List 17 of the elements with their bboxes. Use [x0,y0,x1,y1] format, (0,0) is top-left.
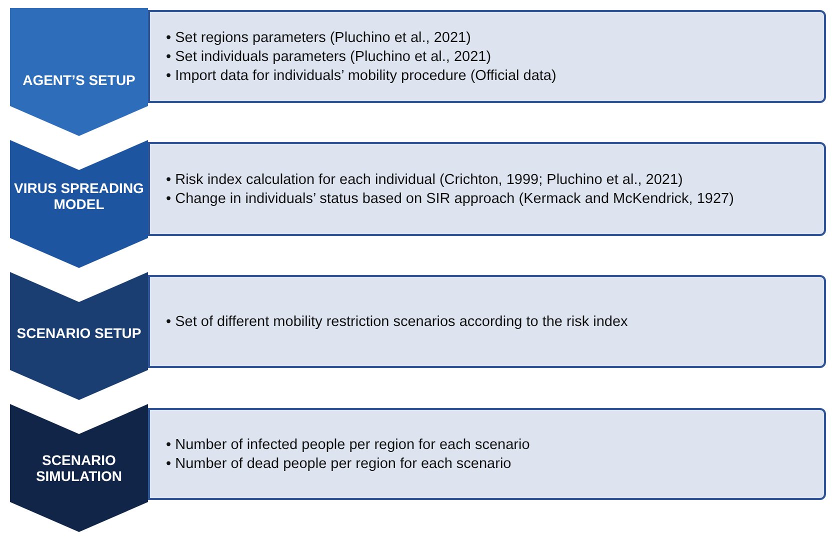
bullet-text: • Set regions parameters (Pluchino et al., 2021) [166,30,472,46]
step-detail-box [148,408,826,500]
bullet-text: • Risk index calculation for each individual (Crichton, 1999; Pluchino et al., 2021) [166,172,684,188]
bullet-text: • Number of infected people per region for each scenario [166,436,530,452]
bullet-text: • Set of different mobility restriction scenarios according to the risk index [166,314,628,330]
step-title: AGENT’S SETUP [22,72,136,88]
step-title: VIRUS SPREADING MODEL [14,180,144,212]
chevron-step [10,8,148,136]
bullet-text: • Change in individuals’ status based on SIR approach (Kermack and McKendrick, 1927) [166,190,734,206]
bullet-text: • Import data for individuals’ mobility procedure (Official data) [166,68,556,84]
step-title: SCENARIO SIMULATION [34,452,124,484]
bullet-text: • Number of dead people per region for each scenario [166,456,512,472]
bullet-text: • Set individuals parameters (Pluchino et al., 2021) [166,48,492,64]
step-detail-box [148,142,826,236]
step-detail-box [148,275,826,368]
step-detail-box [148,10,826,103]
step-title: SCENARIO SETUP [16,325,142,341]
